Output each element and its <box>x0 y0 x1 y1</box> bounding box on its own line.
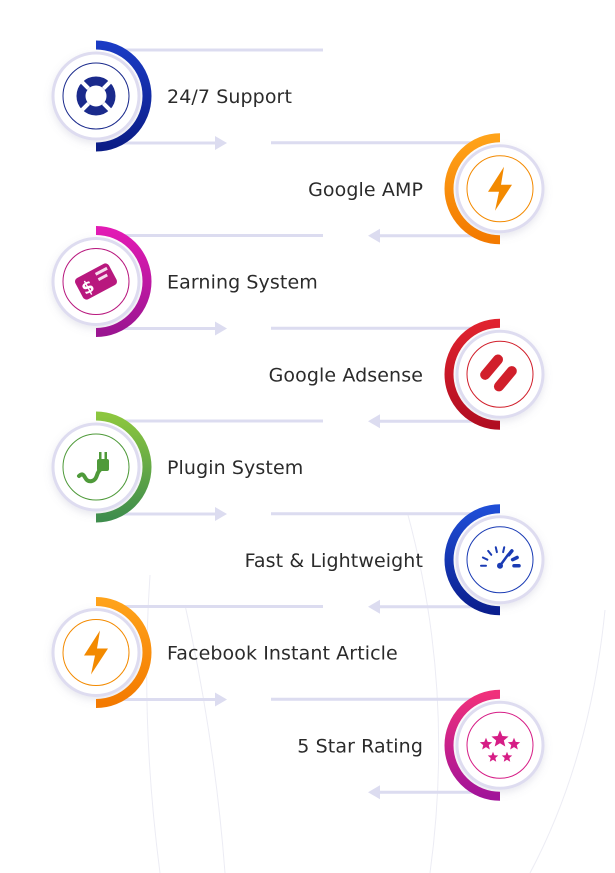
accent-arc <box>444 689 501 801</box>
arrow-icon <box>368 785 380 800</box>
lifebuoy-icon <box>76 76 116 116</box>
icon-inner-circle <box>466 340 534 408</box>
feature-label: 5 Star Rating <box>297 735 423 757</box>
feature-label: Google AMP <box>308 179 423 201</box>
icon-inner-circle <box>62 62 130 130</box>
feature-label: Facebook Instant Article <box>167 643 398 665</box>
feature-item: Plugin System <box>51 411 323 523</box>
feature-item: 5 Star Rating <box>271 689 545 801</box>
feature-item: 24/7 Support <box>51 40 323 152</box>
accent-arc <box>95 40 152 152</box>
plug-icon <box>77 452 109 484</box>
dollar-card-icon: $ <box>75 263 117 300</box>
accent-arc <box>444 318 501 430</box>
arrow-icon <box>368 228 380 243</box>
arrow-icon <box>368 414 380 429</box>
icon-inner-circle <box>62 433 130 501</box>
accent-arc <box>95 411 152 523</box>
feature-item: Facebook Instant Article <box>51 597 398 708</box>
accent-arc <box>95 597 152 708</box>
arrow-icon <box>215 321 227 336</box>
feature-label: Plugin System <box>167 457 303 479</box>
accent-arc <box>95 226 152 337</box>
arrow-icon <box>215 136 227 150</box>
lightning-icon <box>84 630 108 675</box>
arrow-icon <box>215 692 227 707</box>
accent-arc <box>444 504 501 616</box>
background-curves <box>146 514 606 873</box>
lightning-icon <box>488 166 512 211</box>
accent-arc <box>444 133 501 245</box>
icon-inner-circle <box>466 711 534 779</box>
arrow-icon <box>368 599 380 614</box>
feature-label: Earning System <box>167 272 318 294</box>
adsense-icon <box>480 354 517 392</box>
feature-item: Google Adsense <box>269 318 545 430</box>
feature-label: Fast & Lightweight <box>245 550 423 572</box>
feature-label: 24/7 Support <box>167 86 292 108</box>
stars-icon <box>479 730 521 762</box>
speedometer-icon <box>480 546 521 569</box>
arrow-icon <box>215 507 227 521</box>
feature-label: Google Adsense <box>269 364 423 386</box>
feature-item: Fast & Lightweight <box>245 504 545 616</box>
feature-item: Google AMP <box>271 133 545 245</box>
feature-item: $ Earning System <box>51 226 323 337</box>
icon-inner-circle <box>466 526 534 594</box>
